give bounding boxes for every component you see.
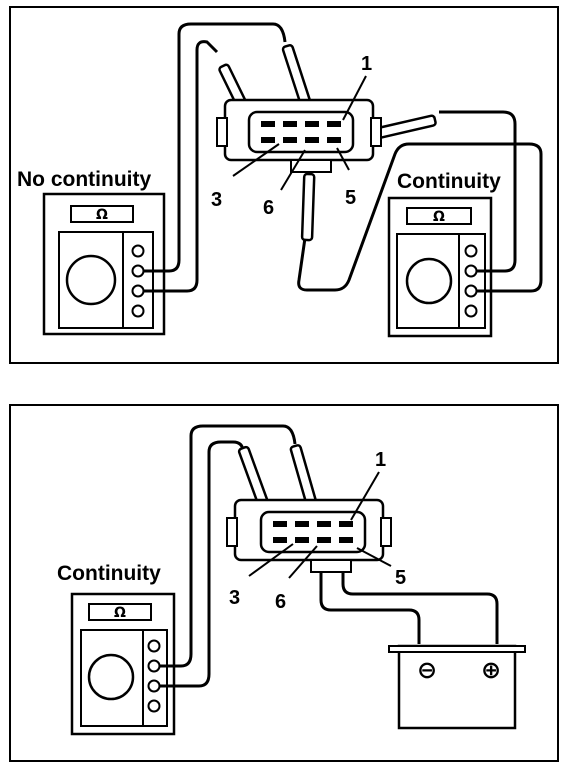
test-leads-top [143,22,543,293]
continuity-label-bottom: Continuity [57,562,161,585]
test-leads-bottom [159,424,499,688]
battery: ⊖ ⊕ [388,644,526,730]
pin-label-1: 1 [375,449,386,471]
leader-lines-top [232,75,367,191]
battery-negative-terminal: ⊖ [417,657,437,684]
pin-label-5: 5 [345,187,356,209]
pin-label-6: 6 [275,591,286,613]
continuity-label-top: Continuity [397,170,501,193]
battery-positive-terminal: ⊕ [481,657,501,684]
bottom-diagram-panel: Ω ⊖ ⊕ [9,404,559,762]
jack [131,304,145,318]
pin-label-3: 3 [211,189,222,211]
dial-bottom [87,653,135,701]
jack [131,244,145,258]
top-diagram-panel: Ω Ω [9,6,559,364]
connector-bottom [226,498,392,573]
pin-label-5: 5 [395,567,406,589]
pin-label-1: 1 [361,53,372,75]
ohm-symbol-right: Ω [433,209,445,225]
pin-label-6: 6 [263,197,274,219]
top-diagram: Ω Ω [17,22,543,338]
no-continuity-label: No continuity [17,168,151,191]
pin-label-3: 3 [229,587,240,609]
jack [131,284,145,298]
bottom-diagram: Ω ⊖ ⊕ [57,424,526,736]
jack [131,264,145,278]
connector-top [216,98,382,173]
bottom-multimeter: Ω [70,592,176,736]
right-multimeter: Ω [387,196,493,338]
ohm-symbol-bottom: Ω [114,605,126,621]
dial-left [65,254,117,306]
dial-right [405,257,453,305]
leader-lines-bottom [248,471,392,579]
left-multimeter: Ω [42,192,166,336]
ohm-symbol-left: Ω [96,207,108,223]
